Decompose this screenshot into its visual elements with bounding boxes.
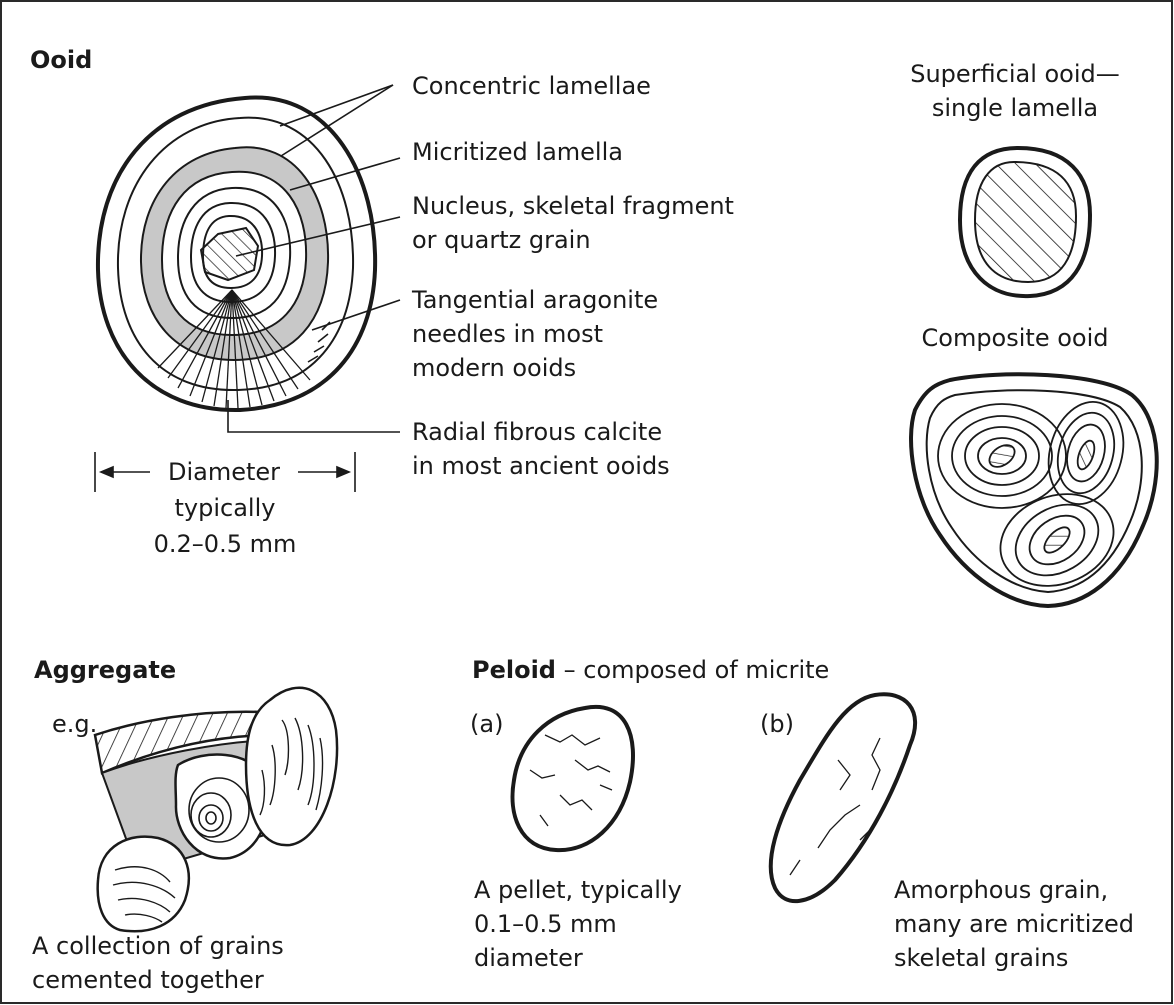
- label-radial-line1: Radial fibrous calcite: [412, 416, 662, 448]
- diameter-line3: 0.2–0.5 mm: [130, 528, 320, 560]
- label-micritized-lamella: Micritized lamella: [412, 136, 623, 168]
- peloid-heading: Peloid: [472, 656, 556, 684]
- aggregate-caption-line2: cemented together: [32, 964, 264, 996]
- diameter-line2: typically: [130, 492, 320, 524]
- peloid-b-marker: (b): [760, 708, 794, 740]
- aggregate-caption-line1: A collection of grains: [32, 930, 284, 962]
- superficial-ooid-drawing: [960, 148, 1090, 296]
- diameter-line1: Diameter: [150, 456, 298, 488]
- aggregate-right-grain: [246, 688, 337, 845]
- peloid-b-line1: Amorphous grain,: [894, 874, 1108, 906]
- label-nucleus-line2: or quartz grain: [412, 224, 591, 256]
- aggregate-drawing: [95, 688, 337, 931]
- peloid-heading-row: Peloid – composed of micrite: [472, 654, 829, 686]
- aggregate-example: e.g.: [52, 708, 97, 740]
- composite-grain-left: [938, 404, 1066, 508]
- label-tangential-line1: Tangential aragonite: [412, 284, 658, 316]
- peloid-a-line1: A pellet, typically: [474, 874, 682, 906]
- ooid-drawing: [95, 85, 400, 492]
- peloid-a-drawing: [513, 707, 633, 850]
- label-tangential-line3: modern ooids: [412, 352, 576, 384]
- aggregate-heading: Aggregate: [34, 654, 176, 686]
- peloid-a-line2: 0.1–0.5 mm: [474, 908, 617, 940]
- peloid-a-line3: diameter: [474, 942, 583, 974]
- composite-ooid-drawing: [911, 374, 1157, 606]
- superficial-ooid-line1: Superficial ooid—: [880, 58, 1150, 90]
- peloid-b-line2: many are micritized: [894, 908, 1134, 940]
- peloid-b-line3: skeletal grains: [894, 942, 1068, 974]
- composite-ooid-label: Composite ooid: [880, 322, 1150, 354]
- ooid-heading: Ooid: [30, 44, 92, 76]
- peloid-a-marker: (a): [470, 708, 503, 740]
- superficial-ooid-line2: single lamella: [880, 92, 1150, 124]
- label-nucleus-line1: Nucleus, skeletal fragment: [412, 190, 734, 222]
- label-concentric-lamellae: Concentric lamellae: [412, 70, 651, 102]
- label-tangential-line2: needles in most: [412, 318, 603, 350]
- superficial-ooid-nucleus: [975, 162, 1076, 282]
- label-radial-line2: in most ancient ooids: [412, 450, 670, 482]
- peloid-subheading: – composed of micrite: [556, 656, 829, 684]
